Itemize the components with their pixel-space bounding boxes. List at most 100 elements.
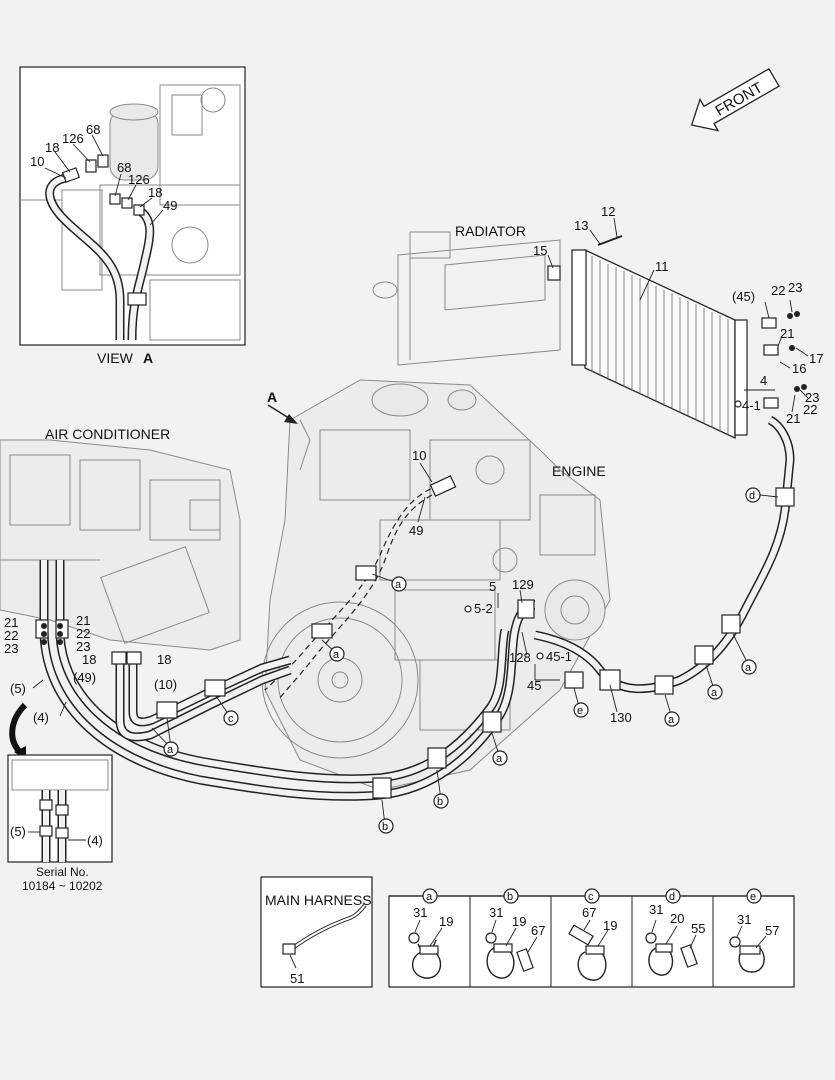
ac-part-18-right: 18 — [157, 652, 171, 667]
part-45-1: 45-1 — [546, 649, 572, 664]
svg-text:a: a — [426, 891, 433, 903]
part-22-lower: 22 — [803, 402, 817, 417]
engine-part-49: 49 — [409, 523, 423, 538]
view-part-18-lower: 18 — [148, 185, 162, 200]
clamp-header-c: c — [584, 888, 600, 904]
callout-c-1: c — [223, 710, 239, 726]
part-45-ref: (45) — [732, 289, 755, 304]
clamp-detail-a: 31 19 — [408, 905, 453, 979]
part-4: 4 — [760, 373, 767, 388]
ac-part-21-right: 21 — [76, 613, 90, 628]
view-a-hoses — [45, 154, 155, 341]
view-part-49: 49 — [163, 198, 177, 213]
svg-text:c: c — [588, 891, 594, 903]
ac-part-22-right: 22 — [76, 626, 90, 641]
ac-part-4-ref: (4) — [33, 710, 49, 725]
callout-bubbles: a a a a a a a b b c d e — [163, 487, 761, 834]
part-21-top: 21 — [780, 326, 794, 341]
view-part-126: 126 — [62, 131, 84, 146]
part-17: 17 — [809, 351, 823, 366]
svg-text:d: d — [749, 490, 755, 502]
clamp-detail-e: 31 57 — [729, 912, 779, 973]
main-harness-heading: MAIN HARNESS — [265, 892, 372, 908]
serial-label: Serial No. — [36, 865, 89, 879]
svg-text:a: a — [745, 662, 752, 674]
view-a-arrow-letter: A — [267, 389, 277, 405]
hose-clamps — [35, 487, 795, 799]
callout-a-5: a — [664, 711, 680, 727]
view-title: VIEW — [97, 350, 134, 366]
ac-part-22-left: 22 — [4, 628, 18, 643]
air-conditioner-heading: AIR CONDITIONER — [45, 426, 170, 442]
svg-text:a: a — [711, 687, 718, 699]
clamp-header-e: e — [746, 888, 762, 904]
view-part-68: 68 — [86, 122, 100, 137]
front-label: FRONT — [712, 79, 765, 120]
part-12: 12 — [601, 204, 615, 219]
ac-part-49-ref: (49) — [73, 670, 96, 685]
svg-text:b: b — [382, 821, 388, 833]
svg-text:a: a — [668, 714, 675, 726]
clamp-c-part-19: 19 — [603, 918, 617, 933]
air-conditioner-drawing — [0, 439, 241, 651]
serial-inset: (5) (4) — [7, 754, 113, 863]
main-harness-box: MAIN HARNESS 51 — [260, 876, 373, 988]
svg-text:b: b — [437, 796, 443, 808]
engine-part-10: 10 — [412, 448, 426, 463]
part-13: 13 — [574, 218, 588, 233]
ac-fittings — [41, 623, 63, 645]
callout-a-2: a — [329, 646, 345, 662]
clamp-e-part-57: 57 — [765, 923, 779, 938]
part-15: 15 — [533, 243, 547, 258]
ac-part-18-left: 18 — [82, 652, 96, 667]
clamp-c-part-67: 67 — [582, 905, 596, 920]
radiator-fittings — [734, 311, 807, 409]
part-21-lower: 21 — [786, 411, 800, 426]
clamp-a-part-31: 31 — [413, 905, 427, 920]
callout-d-1: d — [745, 487, 761, 503]
ac-part-10-ref: (10) — [154, 677, 177, 692]
front-arrow: FRONT — [690, 67, 780, 132]
clamp-d-part-31: 31 — [649, 902, 663, 917]
view-part-18: 18 — [45, 140, 59, 155]
main-hoses — [9, 415, 795, 801]
view-a-engine-drawing — [20, 84, 241, 341]
svg-text:a: a — [333, 649, 340, 661]
svg-text:e: e — [750, 891, 756, 903]
serial-part-5: (5) — [10, 824, 26, 839]
svg-text:e: e — [577, 705, 583, 717]
part-22-top: 22 — [771, 283, 785, 298]
callout-a-3: a — [163, 741, 179, 757]
part-23-lower: 23 — [805, 390, 819, 405]
clamp-header-b: b — [503, 888, 519, 904]
callout-a-7: a — [741, 659, 757, 675]
part-16: 16 — [792, 361, 806, 376]
part-5-2: 5-2 — [474, 601, 493, 616]
callout-a-6: a — [707, 684, 723, 700]
o-ring-45-1 — [536, 652, 544, 660]
svg-text:a: a — [395, 579, 402, 591]
view-part-10: 10 — [30, 154, 44, 169]
view-part-126-lower: 126 — [128, 172, 150, 187]
callout-a-4: a — [492, 750, 508, 766]
part-23-top: 23 — [788, 280, 802, 295]
svg-text:a: a — [496, 753, 503, 765]
serial-part-4: (4) — [87, 833, 103, 848]
part-129: 129 — [512, 577, 534, 592]
ac-part-21-left: 21 — [4, 615, 18, 630]
view-a-leaders — [44, 134, 164, 226]
view-letter: A — [143, 350, 153, 366]
clamp-b-part-19: 19 — [512, 914, 526, 929]
clamp-b-part-31: 31 — [489, 905, 503, 920]
o-ring-5-2 — [464, 605, 472, 613]
part-128: 128 — [509, 650, 531, 665]
callout-e-1: e — [573, 702, 589, 718]
clamp-header-a: a — [422, 888, 438, 904]
ac-part-23-right: 23 — [76, 639, 90, 654]
part-45: 45 — [527, 678, 541, 693]
callout-b-2: b — [433, 793, 449, 809]
view-a-arrow: A — [267, 389, 298, 424]
clamp-header-d: d — [665, 888, 681, 904]
part-130: 130 — [610, 710, 632, 725]
